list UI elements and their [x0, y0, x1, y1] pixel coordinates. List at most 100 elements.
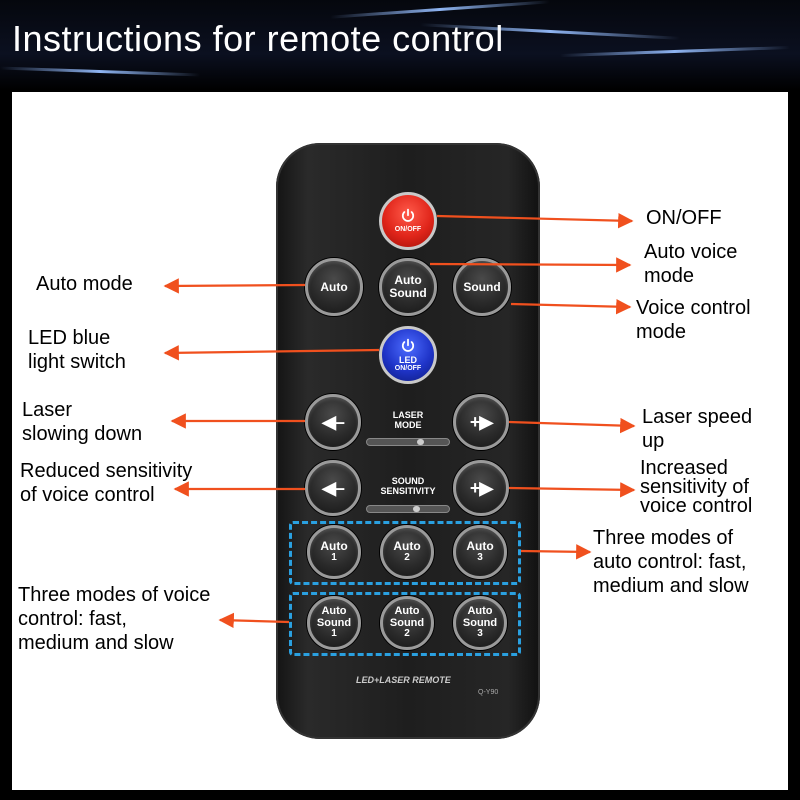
label-three-modes-auto: Three modes of auto control: fast, mediu… — [593, 526, 749, 598]
auto-sound-2-line2: Sound — [389, 616, 425, 629]
power-icon — [401, 209, 415, 223]
plus-arrow-icon: +▶ — [469, 477, 493, 498]
label-three-voice-line1: Three modes of voice — [18, 584, 211, 606]
auto-sound-3-line3: 3 — [477, 628, 483, 640]
label-increased-line2: sensitivity of — [640, 476, 749, 498]
sound-sensitivity-label-line2: SENSITIVITY — [380, 486, 436, 496]
voice-modes-group — [289, 592, 521, 656]
label-laser-speed-line2: up — [642, 430, 665, 452]
laser-plus-button[interactable]: +▶ — [453, 394, 509, 450]
page-title: Instructions for remote control — [12, 18, 504, 59]
sound-sensitivity-label-line1: SOUND — [391, 476, 425, 486]
label-increased-line1: Increased — [640, 457, 728, 479]
label-laser-speed-line1: Laser speed — [642, 406, 753, 428]
label-reduced-line1: Reduced sensitivity — [20, 460, 193, 482]
minus-arrow-icon: ◀– — [322, 411, 345, 432]
arrow-auto-mode — [163, 278, 306, 294]
label-auto-mode: Auto mode — [36, 273, 133, 295]
arrow-auto-modes — [520, 544, 592, 560]
auto-sound-3-line1: Auto — [467, 605, 493, 618]
label-three-auto-line1: Three modes of — [593, 527, 734, 549]
arrow-led-switch — [163, 345, 380, 361]
sound-button-label: Sound — [463, 279, 501, 294]
auto-button-label: Auto — [320, 279, 348, 294]
sensitivity-minus-button[interactable]: ◀– — [305, 460, 361, 516]
laser-mode-label-line1: LASER — [392, 410, 424, 420]
label-laser-slowing-line2: slowing down — [22, 423, 143, 445]
label-auto-voice-mode: Auto voice mode — [644, 240, 737, 288]
auto-sound-button[interactable]: Auto Sound — [379, 258, 437, 316]
label-laser-slowing-down: Laser slowing down — [22, 398, 142, 446]
plus-arrow-icon: +▶ — [469, 411, 493, 432]
laser-minus-button[interactable]: ◀– — [305, 394, 361, 450]
sound-button[interactable]: Sound — [453, 258, 511, 316]
label-increased-sensitivity: Increased sensitivity of voice control — [640, 457, 753, 517]
arrow-increased-sensitivity — [508, 482, 636, 498]
remote-brand: LED+LASER REMOTE — [356, 675, 451, 685]
arrow-laser-speed-up — [508, 417, 636, 434]
auto-sound-1-line1: Auto — [321, 605, 347, 618]
label-three-modes-voice: Three modes of voice control: fast, medi… — [18, 583, 210, 655]
auto-1-button[interactable]: Auto 1 — [307, 525, 361, 579]
minus-arrow-icon: ◀– — [322, 477, 345, 498]
label-three-voice-line2: control: fast, — [18, 608, 127, 630]
auto-sound-3-line2: Sound — [462, 616, 498, 629]
label-reduced-line2: of voice control — [20, 484, 155, 506]
arrow-voice-control-mode — [510, 298, 632, 315]
arrow-voice-modes — [218, 612, 290, 629]
laser-mode-label: LASER MODE — [370, 410, 446, 430]
auto-2-line2: 2 — [404, 552, 410, 564]
auto-3-line2: 3 — [477, 552, 483, 564]
label-three-auto-line3: medium and slow — [593, 575, 749, 597]
power-icon — [401, 338, 415, 352]
led-button-line1: LED — [399, 354, 417, 365]
auto-modes-group — [289, 521, 521, 585]
auto-sound-2-line1: Auto — [394, 605, 420, 618]
remote-model: Q-Y90 — [478, 689, 499, 696]
title-banner: Instructions for remote control — [0, 0, 800, 90]
power-button[interactable]: ON/OFF — [379, 192, 437, 250]
label-increased-line3: voice control — [640, 495, 753, 517]
led-button-line2: ON/OFF — [394, 365, 422, 373]
label-led-blue-light-switch: LED blue light switch — [28, 326, 126, 374]
label-three-auto-line2: auto control: fast, — [593, 551, 747, 573]
label-auto-voice-mode-line1: Auto voice — [644, 241, 738, 263]
label-led-line1: LED blue — [28, 327, 111, 349]
auto-sound-2-line3: 2 — [404, 628, 410, 640]
laser-mode-label-line2: MODE — [394, 420, 422, 430]
auto-1-line2: 1 — [331, 552, 337, 564]
auto-sound-1-line2: Sound — [316, 616, 352, 629]
auto-3-line1: Auto — [466, 539, 494, 554]
led-button[interactable]: LED ON/OFF — [379, 326, 437, 384]
label-voice-control-mode: Voice control mode — [636, 296, 751, 344]
auto-button[interactable]: Auto — [305, 258, 363, 316]
label-voice-control-mode-line1: Voice control — [636, 297, 751, 319]
power-button-label: ON/OFF — [394, 226, 422, 234]
auto-3-button[interactable]: Auto 3 — [453, 525, 507, 579]
label-laser-slowing-line1: Laser — [22, 399, 73, 421]
label-laser-speed-up: Laser speed up — [642, 405, 752, 453]
arrow-auto-voice-mode — [429, 257, 632, 273]
label-on-off: ON/OFF — [646, 207, 722, 229]
auto-sound-1-line3: 1 — [331, 628, 337, 640]
auto-2-button[interactable]: Auto 2 — [380, 525, 434, 579]
auto-sound-button-line1: Auto — [394, 273, 422, 288]
auto-sound-3-button[interactable]: Auto Sound 3 — [453, 596, 507, 650]
laser-mode-slider — [366, 438, 450, 446]
slider-knob — [417, 439, 424, 445]
sensitivity-plus-button[interactable]: +▶ — [453, 460, 509, 516]
auto-1-line1: Auto — [320, 539, 348, 554]
label-auto-voice-mode-line2: mode — [644, 265, 695, 287]
auto-sound-1-button[interactable]: Auto Sound 1 — [307, 596, 361, 650]
label-voice-control-mode-line2: mode — [636, 321, 687, 343]
auto-sound-2-button[interactable]: Auto Sound 2 — [380, 596, 434, 650]
sound-sensitivity-slider — [366, 505, 450, 513]
auto-2-line1: Auto — [393, 539, 421, 554]
label-three-voice-line3: medium and slow — [18, 632, 174, 654]
slider-knob — [413, 506, 420, 512]
arrow-on-off — [436, 212, 634, 229]
sound-sensitivity-label: SOUND SENSITIVITY — [366, 476, 450, 496]
label-led-line2: light switch — [28, 351, 126, 373]
